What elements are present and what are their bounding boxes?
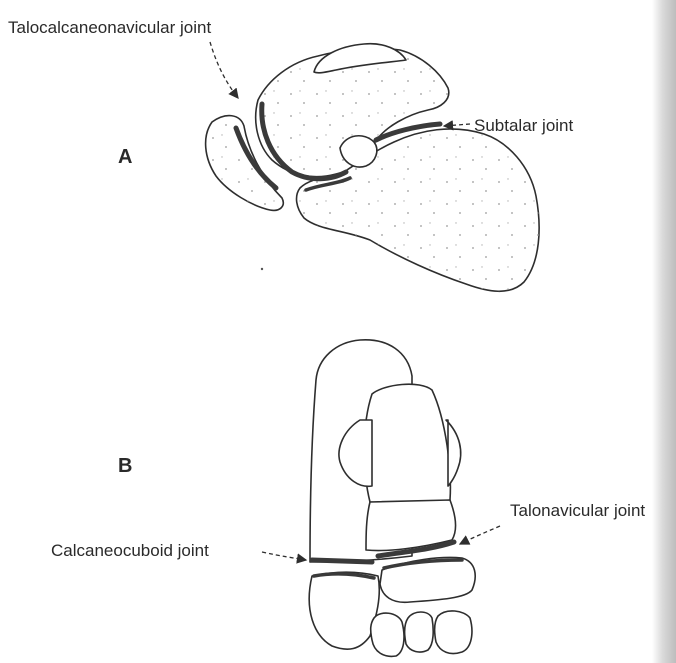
intermediate-cuneiform	[405, 612, 434, 652]
calcaneocuboid-arrow	[262, 552, 306, 560]
panel-b-label: B	[118, 455, 132, 477]
talocalcaneonavicular-arrow	[210, 42, 238, 98]
malleolus-lobe-right	[446, 420, 461, 486]
calcaneocuboid-joint-label: Calcaneocuboid joint	[51, 541, 209, 560]
cuboid-bone	[309, 572, 379, 649]
scan-speck	[261, 268, 263, 270]
panel-a-drawing	[206, 42, 540, 291]
panel-a-label: A	[118, 146, 132, 168]
medial-cuneiform	[435, 611, 472, 654]
talonavicular-joint-label: Talonavicular joint	[510, 501, 645, 520]
calcaneocuboid-joint-line	[312, 560, 372, 562]
scan-shadow-edge	[652, 0, 676, 663]
talocalcaneonavicular-joint-label: Talocalcaneonavicular joint	[8, 18, 211, 37]
talonavicular-arrow	[460, 526, 500, 544]
subtalar-joint-label: Subtalar joint	[474, 116, 574, 135]
panel-b-drawing	[262, 340, 500, 657]
talus-dorsal	[364, 384, 450, 503]
lateral-cuneiform	[371, 613, 404, 656]
subtalar-arrow	[444, 124, 470, 126]
